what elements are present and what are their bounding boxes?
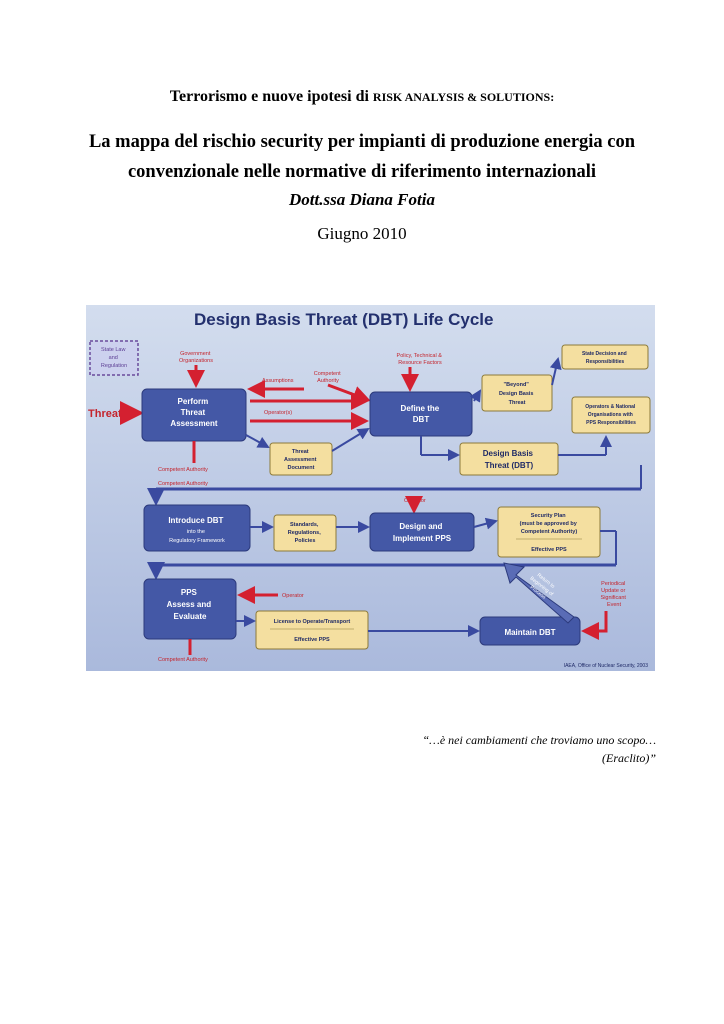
effective-pps-label-1: Effective PPS (531, 547, 567, 553)
policy-label: Policy, Technical & Resource Factors (397, 353, 444, 366)
introduce-dbt-box (143, 504, 251, 552)
return-to-beginning-arrow (503, 562, 575, 624)
state-law-box (89, 340, 139, 376)
beyond-dbt-box (481, 374, 553, 412)
state-decision-box (561, 344, 649, 370)
standards-label: Standards, Regulations, Policies (288, 522, 323, 544)
beyond-dbt-label: "Beyond" Design Basis Threat (499, 382, 535, 406)
date: Giugno 2010 (317, 224, 407, 243)
operators-national-label: Operators & National Organisations with … (585, 404, 636, 426)
beyond-to-state-arrow (549, 357, 562, 386)
operators-national-box (571, 396, 651, 434)
define-dbt-box (369, 391, 473, 437)
threat-label: Threat (88, 408, 122, 420)
diagram-title: Design Basis Threat (DBT) Life Cycle (194, 310, 493, 329)
state-decision-label: State Decision and Responsibilities (582, 351, 628, 365)
author: Dott.ssa Diana Fotia (289, 190, 435, 209)
perform-threat-assessment-label: Perform Threat Assessment (170, 397, 217, 428)
competent-authority-bottom-label: Competent Authority (158, 657, 208, 663)
periodical-update-label: Periodical Update or Significant Event (601, 581, 628, 608)
assumptions-label: Assumptions (262, 378, 294, 384)
maintain-dbt-label: Maintain DBT (504, 628, 555, 637)
subtitle-small-caps: RISK ANALYSIS & SOLUTIONS: (372, 90, 555, 104)
design-to-plan-arrow (473, 517, 498, 530)
title-line-1: La mappa del rischio security per impian… (88, 132, 636, 152)
subtitle-main: Terrorismo e nuove ipotesi di (169, 88, 369, 105)
dbt-life-cycle-diagram: Design Basis Threat (DBT) Life Cycle Sta… (86, 305, 655, 671)
operator-mid-label: Operator (404, 498, 426, 504)
document-title: La mappa del rischio security per impian… (60, 127, 664, 187)
license-label: License to Operate/Transport (274, 619, 351, 625)
competent-authority-top-label: Competent Authority (314, 371, 342, 384)
tad-to-define-arrow (331, 427, 370, 452)
standards-box (273, 514, 337, 552)
title-line-2: convenzionale nelle normative di riferim… (127, 162, 597, 182)
maintain-dbt-box (479, 616, 581, 646)
security-plan-label: Security Plan (must be approved by Compe… (520, 513, 579, 535)
effective-pps-label-2: Effective PPS (294, 637, 330, 643)
quote-line-1: “…è nei cambiamenti che troviamo uno sco… (422, 733, 656, 747)
define-dbt-label: Define the DBT (401, 404, 442, 424)
license-box (255, 610, 369, 650)
define-to-beyond-arrow (469, 389, 482, 403)
state-law-label: State Law and Regulation (101, 347, 127, 369)
competent-authority-label-2: Competent Authority (158, 481, 208, 487)
design-implement-pps-label: Design and Implement PPS (393, 522, 452, 543)
subtitle-line: Terrorismo e nuove ipotesi di RISK ANALY… (0, 88, 724, 106)
threat-assessment-document-label: Threat Assessment Document (284, 449, 318, 471)
periodical-update-arrow (581, 611, 608, 640)
diagram-credit: IAEA, Office of Nuclear Security, 2003 (564, 663, 649, 669)
design-basis-threat-box (459, 442, 559, 476)
competent-authority-label-1: Competent Authority (158, 467, 208, 473)
design-basis-threat-label: Design Basis Threat (DBT) (483, 449, 535, 470)
operator-low-label: Operator (282, 593, 304, 599)
operators-label: Operator(s) (264, 410, 292, 416)
government-label: Government Organizations (179, 351, 213, 364)
quote-line-2: (Eraclito)” (602, 751, 656, 765)
threat-assessment-document-box (269, 442, 333, 476)
introduce-dbt-label: Introduce DBT into the Regulatory Framew… (168, 516, 225, 544)
perform-to-tad-arrow (245, 434, 270, 448)
pps-assess-label: PPS Assess and Evaluate (167, 588, 214, 621)
design-implement-pps-box (369, 512, 475, 552)
